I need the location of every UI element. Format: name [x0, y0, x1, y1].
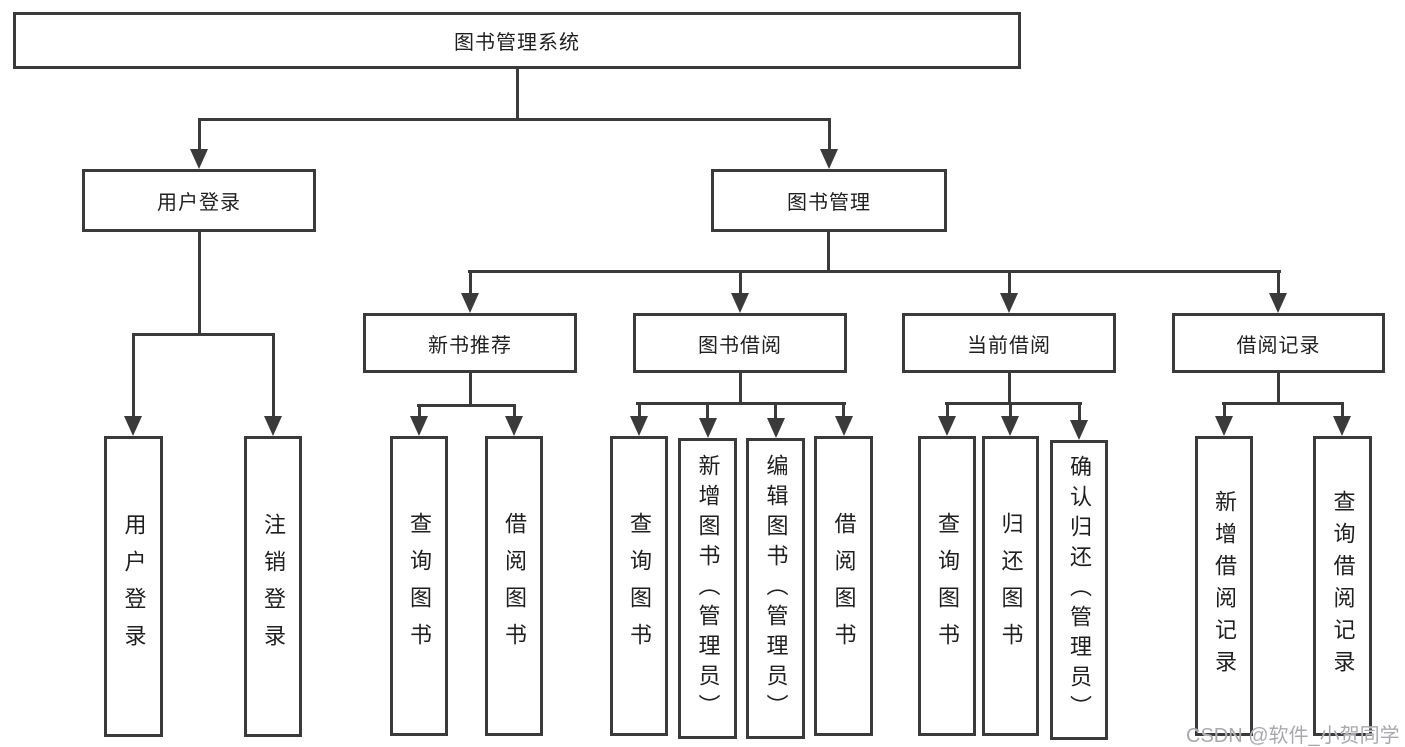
connector-line [946, 402, 949, 418]
leaf-user-login-label: 用户登录 [121, 512, 147, 661]
connector-line [1341, 402, 1344, 418]
connector-line [739, 373, 742, 404]
connector-line [1223, 402, 1226, 418]
connector-line [1008, 270, 1011, 295]
connector-line [706, 402, 709, 420]
leaf-return-books: 归还图书 [982, 436, 1039, 736]
leaf-logout-label: 注销登录 [261, 512, 286, 661]
connector-line [516, 69, 519, 119]
arrow-down-icon [820, 149, 838, 169]
leaf-confirm-return-admin-label: 确认归还（管理员） [1067, 455, 1092, 725]
node-new-book-recommend: 新书推荐 [363, 313, 577, 373]
arrow-down-icon [505, 416, 523, 436]
connector-line [1009, 402, 1012, 418]
connector-line [272, 333, 275, 417]
connector-line [636, 402, 846, 405]
arrow-down-icon [835, 416, 853, 436]
leaf-logout: 注销登录 [244, 436, 302, 737]
node-library-system: 图书管理系统 [13, 12, 1021, 69]
connector-line [828, 118, 831, 151]
arrow-down-icon [938, 416, 956, 436]
arrow-down-icon [699, 418, 717, 438]
leaf-query-borrow-record-label: 查询借阅记录 [1330, 490, 1356, 682]
connector-line [774, 402, 777, 420]
connector-line [132, 333, 275, 336]
leaf-recommend-query-books: 查询图书 [390, 436, 448, 736]
arrow-down-icon [630, 416, 648, 436]
arrow-down-icon [410, 416, 428, 436]
connector-line [1008, 373, 1011, 404]
node-book-management-label: 图书管理 [787, 192, 871, 214]
leaf-borrowing-query-books-label: 查询图书 [627, 512, 652, 660]
connector-line [418, 404, 421, 418]
connector-line [945, 402, 1082, 405]
arrow-down-icon [1001, 416, 1019, 436]
arrow-down-icon [1269, 293, 1287, 313]
csdn-watermark: CSDN @软件_小贺同学 [1186, 725, 1400, 747]
arrow-down-icon [767, 418, 785, 438]
arrow-down-icon [1000, 293, 1018, 313]
node-book-management: 图书管理 [711, 169, 947, 232]
leaf-recommend-borrow-books: 借阅图书 [485, 436, 543, 736]
connector-line [198, 232, 201, 336]
node-library-system-label: 图书管理系统 [454, 32, 580, 54]
leaf-current-query-books-label: 查询图书 [935, 512, 960, 660]
node-user-login-label: 用户登录 [157, 192, 241, 214]
connector-line [638, 402, 641, 418]
arrow-down-icon [731, 293, 749, 313]
leaf-current-query-books: 查询图书 [918, 436, 976, 736]
leaf-recommend-borrow-books-label: 借阅图书 [502, 512, 527, 660]
node-current-borrowing: 当前借阅 [902, 313, 1116, 373]
node-book-borrowing: 图书借阅 [633, 313, 847, 373]
leaf-query-borrow-record: 查询借阅记录 [1313, 436, 1372, 736]
node-user-login: 用户登录 [82, 169, 316, 232]
arrow-down-icon [1333, 416, 1351, 436]
connector-line [827, 232, 830, 273]
leaf-add-books-admin: 新增图书（管理员） [678, 438, 737, 739]
connector-line [513, 404, 516, 418]
leaf-add-borrow-record: 新增借阅记录 [1195, 436, 1253, 736]
connector-line [1078, 402, 1081, 422]
connector-line [469, 270, 472, 295]
node-borrowing-records: 借阅记录 [1172, 313, 1385, 373]
connector-line [739, 270, 742, 295]
connector-line [1277, 270, 1280, 295]
connector-line [198, 118, 831, 121]
arrow-down-icon [190, 149, 208, 169]
connector-line [198, 118, 201, 151]
arrow-down-icon [1215, 416, 1233, 436]
leaf-borrowing-borrow-books-label: 借阅图书 [831, 512, 857, 660]
connector-line [469, 373, 472, 406]
connector-line [417, 404, 516, 407]
leaf-confirm-return-admin: 确认归还（管理员） [1050, 440, 1108, 740]
node-borrowing-records-label: 借阅记录 [1236, 334, 1321, 357]
leaf-borrowing-query-books: 查询图书 [610, 436, 668, 736]
leaf-add-books-admin-label: 新增图书（管理员） [695, 453, 721, 724]
node-current-borrowing-label: 当前借阅 [967, 334, 1051, 357]
node-book-borrowing-label: 图书借阅 [698, 334, 782, 357]
leaf-borrowing-borrow-books: 借阅图书 [814, 436, 873, 736]
arrow-down-icon [264, 416, 282, 436]
arrow-down-icon [124, 416, 142, 436]
leaf-edit-books-admin: 编辑图书（管理员） [746, 438, 805, 739]
leaf-edit-books-admin-label: 编辑图书（管理员） [763, 453, 789, 724]
node-new-book-recommend-label: 新书推荐 [428, 334, 512, 357]
connector-line [1277, 373, 1280, 404]
leaf-return-books-label: 归还图书 [998, 512, 1024, 660]
connector-line [1222, 402, 1344, 405]
connector-line [842, 402, 845, 418]
connector-line [468, 270, 1281, 273]
leaf-user-login: 用户登录 [104, 436, 163, 737]
arrow-down-icon [1070, 420, 1088, 440]
leaf-recommend-query-books-label: 查询图书 [407, 512, 432, 660]
arrow-down-icon [461, 293, 479, 313]
leaf-add-borrow-record-label: 新增借阅记录 [1212, 490, 1237, 682]
connector-line [132, 333, 135, 417]
